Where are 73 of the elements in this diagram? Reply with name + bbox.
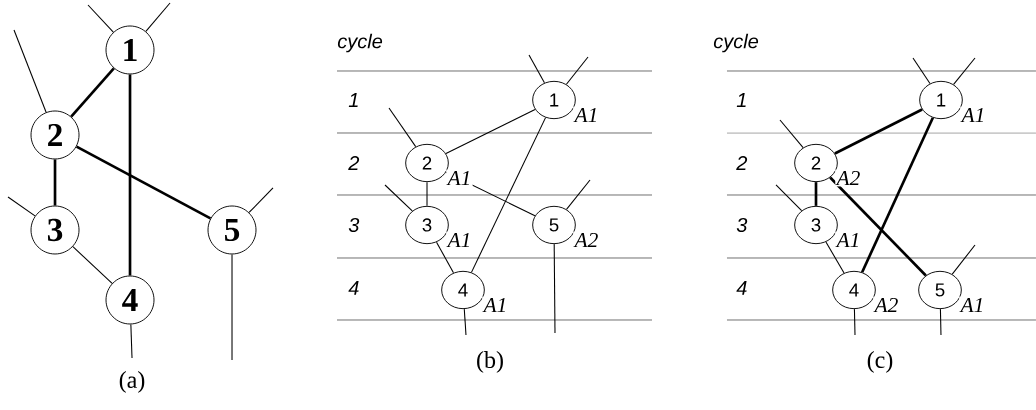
stub-line xyxy=(231,253,233,361)
circle-node: 4 xyxy=(832,270,876,310)
cycle-number: 2 xyxy=(348,156,360,170)
circle-node: 4 xyxy=(105,275,155,325)
panel-caption: (a) xyxy=(119,371,145,393)
stub-line xyxy=(528,54,545,84)
stub-line xyxy=(13,29,47,113)
connector-line xyxy=(829,176,927,277)
unit-label: A1 xyxy=(960,106,987,124)
stub-line xyxy=(87,4,114,33)
connector-line xyxy=(128,74,132,276)
connector-line xyxy=(445,108,536,155)
stub-line xyxy=(145,2,171,32)
stub-line xyxy=(566,179,591,210)
connector-line xyxy=(75,145,212,220)
unit-label: A2 xyxy=(573,231,600,249)
unit-label: A1 xyxy=(446,169,473,187)
unit-label: A1 xyxy=(573,106,600,124)
connector-line xyxy=(814,182,818,206)
unit-label: A1 xyxy=(482,296,509,314)
column-heading: cycle xyxy=(713,33,759,53)
circle-node: 5 xyxy=(207,205,257,255)
stub-line xyxy=(463,308,467,336)
panel-caption: (b) xyxy=(477,351,503,373)
cycle-number: 2 xyxy=(736,156,748,170)
connector-line xyxy=(834,108,923,155)
unit-label: A2 xyxy=(835,169,862,187)
stub-line xyxy=(384,184,413,212)
unit-label: A2 xyxy=(873,296,900,314)
circle-node: 1 xyxy=(532,80,576,120)
panel-caption: (c) xyxy=(867,351,893,373)
stub-line xyxy=(939,308,942,336)
circle-node: 2 xyxy=(30,110,80,160)
stub-line xyxy=(248,187,274,214)
stub-line xyxy=(7,196,36,217)
circle-node: 4 xyxy=(441,270,485,310)
circle-node: 3 xyxy=(30,205,80,255)
stub-line xyxy=(951,244,976,275)
connector-line xyxy=(53,159,57,206)
stub-line xyxy=(779,119,804,149)
stub-line xyxy=(388,107,417,148)
cycle-number: 3 xyxy=(736,217,748,233)
stub-line xyxy=(912,57,931,84)
circle-node: 5 xyxy=(918,270,962,310)
circle-node: 2 xyxy=(794,143,838,183)
connector-line xyxy=(426,181,428,207)
connector-line xyxy=(72,246,113,284)
connector-line xyxy=(470,117,547,273)
unit-label: A1 xyxy=(446,231,473,249)
connector-line xyxy=(436,241,454,274)
stub-line xyxy=(565,56,589,85)
connector-line xyxy=(825,241,845,274)
connector-line xyxy=(860,117,935,273)
circle-node: 1 xyxy=(919,80,963,120)
stub-line xyxy=(775,184,803,212)
circle-node: 5 xyxy=(532,205,576,245)
cycle-number: 3 xyxy=(348,217,360,233)
unit-label: A1 xyxy=(959,296,986,314)
stub-line xyxy=(130,323,133,359)
circle-node: 3 xyxy=(405,205,449,245)
cycle-number: 4 xyxy=(348,281,359,295)
connector-line xyxy=(70,67,115,118)
stub-line xyxy=(553,243,556,334)
stub-line xyxy=(953,57,976,85)
cycle-number: 1 xyxy=(348,93,358,107)
unit-label: A1 xyxy=(835,231,862,249)
cycle-number: 1 xyxy=(736,93,746,107)
cycle-number: 4 xyxy=(736,281,747,295)
circle-node: 3 xyxy=(794,205,838,245)
column-heading: cycle xyxy=(337,33,383,53)
stub-line xyxy=(853,308,856,336)
circle-node: 2 xyxy=(405,143,449,183)
circle-node: 1 xyxy=(105,25,155,75)
